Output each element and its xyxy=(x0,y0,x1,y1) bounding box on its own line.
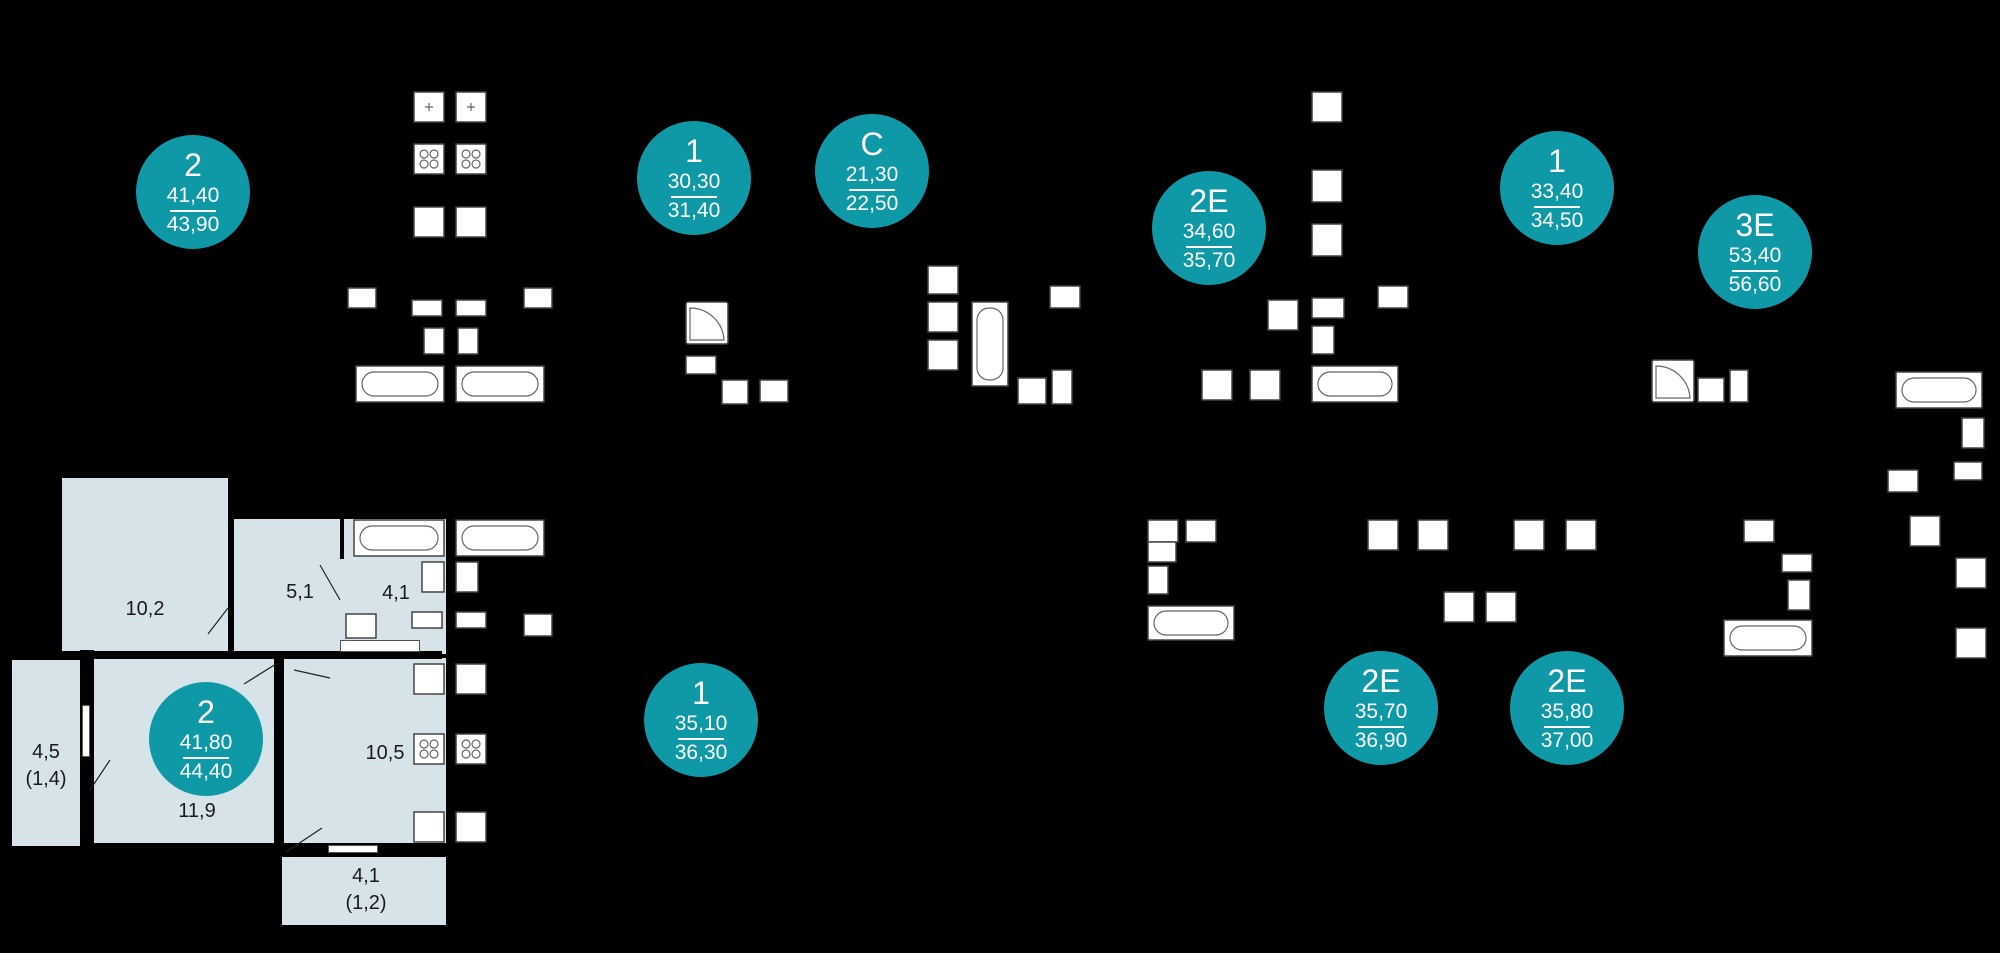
apartment-total-area: 56,60 xyxy=(1728,273,1782,296)
apartment-total-area: 31,40 xyxy=(667,199,721,222)
apartment-living-area: 21,30 xyxy=(845,163,899,186)
divider xyxy=(849,189,895,191)
apartment-type: 1 xyxy=(1548,143,1566,179)
room-area-label: 5,1 xyxy=(286,581,314,603)
wall xyxy=(340,519,344,559)
apartment-type: 2 xyxy=(184,147,202,183)
room-area-label: 10,5 xyxy=(365,742,405,764)
apartment-type: 1 xyxy=(685,133,703,169)
apartment-type: 1 xyxy=(692,675,710,711)
apartment-type: С xyxy=(860,126,884,162)
apartment-living-area: 33,40 xyxy=(1530,180,1584,203)
apartment-total-area: 37,00 xyxy=(1540,729,1594,752)
apartment-badge[interactable]: 1 35,10 36,30 xyxy=(644,663,758,777)
room-living-10-2 xyxy=(62,478,228,651)
room-area-label: 4,5 xyxy=(32,741,60,763)
apartment-type: 2Е xyxy=(1361,663,1401,699)
apartment-badge[interactable]: 2 41,40 43,90 xyxy=(136,135,250,249)
apartment-living-area: 34,60 xyxy=(1182,220,1236,243)
apartment-type: 2 xyxy=(197,694,215,730)
divider xyxy=(671,196,717,198)
room-area-sub-label: (1,4) xyxy=(25,768,67,790)
divider xyxy=(170,210,216,212)
apartment-living-area: 53,40 xyxy=(1728,244,1782,267)
room-area-label: 4,1 xyxy=(352,865,380,887)
apartment-total-area: 35,70 xyxy=(1182,249,1236,272)
apartment-total-area: 36,30 xyxy=(674,741,728,764)
divider xyxy=(1534,206,1580,208)
window xyxy=(328,845,378,853)
apartment-living-area: 35,10 xyxy=(674,712,728,735)
apartment-total-area: 43,90 xyxy=(166,213,220,236)
divider xyxy=(1732,270,1778,272)
apartment-badge[interactable]: 2Е 35,80 37,00 xyxy=(1510,651,1624,765)
room-area-label: 10,2 xyxy=(125,598,165,620)
apartment-living-area: 30,30 xyxy=(667,170,721,193)
room-area-label: 4,1 xyxy=(382,582,410,604)
wall xyxy=(228,478,234,656)
room-corridor-5-1 xyxy=(232,519,342,654)
apartment-type: 2Е xyxy=(1189,183,1229,219)
room-loggia-4-1 xyxy=(282,857,446,925)
apartment-badge[interactable]: 1 30,30 31,40 xyxy=(637,121,751,235)
room-area-label: 11,9 xyxy=(178,800,216,822)
wall xyxy=(274,654,284,844)
apartment-badge[interactable]: С 21,30 22,50 xyxy=(815,114,929,228)
divider xyxy=(1358,726,1404,728)
window xyxy=(82,705,90,757)
apartment-badge[interactable]: 1 33,40 34,50 xyxy=(1500,131,1614,245)
divider xyxy=(678,738,724,740)
room-balcony-4-5 xyxy=(12,660,80,846)
apartment-total-area: 22,50 xyxy=(845,192,899,215)
apartment-type: 2Е xyxy=(1547,663,1587,699)
divider xyxy=(183,757,229,759)
apartment-total-area: 44,40 xyxy=(179,760,233,783)
apartment-badge[interactable]: 2Е 35,70 36,90 xyxy=(1324,651,1438,765)
room-area-sub-label: (1,2) xyxy=(345,892,387,914)
apartment-living-area: 35,70 xyxy=(1354,700,1408,723)
apartment-badge[interactable]: 3Е 53,40 56,60 xyxy=(1698,195,1812,309)
window xyxy=(340,640,420,652)
apartment-living-area: 41,80 xyxy=(179,731,233,754)
apartment-badge-selected[interactable]: 2 41,80 44,40 xyxy=(149,682,263,796)
apartment-living-area: 35,80 xyxy=(1540,700,1594,723)
wall xyxy=(62,651,442,659)
divider xyxy=(1544,726,1590,728)
divider xyxy=(1186,246,1232,248)
apartment-type: 3Е xyxy=(1735,207,1775,243)
apartment-living-area: 41,40 xyxy=(166,184,220,207)
apartment-badge[interactable]: 2Е 34,60 35,70 xyxy=(1152,171,1266,285)
apartment-total-area: 36,90 xyxy=(1354,729,1408,752)
apartment-total-area: 34,50 xyxy=(1530,209,1584,232)
